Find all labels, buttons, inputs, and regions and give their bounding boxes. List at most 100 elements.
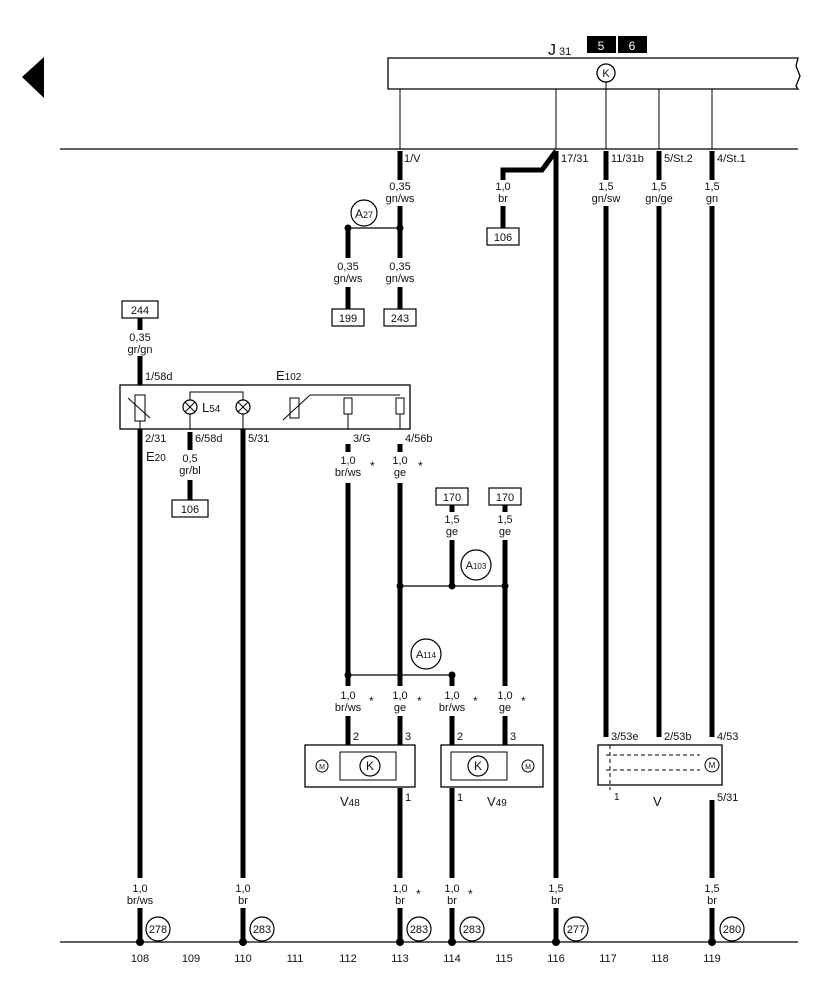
ref-box-170-b: 170 xyxy=(496,492,514,504)
svg-text:1,0: 1,0 xyxy=(392,690,407,702)
input-wire-labels: 0,35 gr/gn 1/58d xyxy=(127,332,172,383)
svg-text:3: 3 xyxy=(405,731,411,743)
motor-v48: K M 2 3 1 V48 xyxy=(304,731,416,809)
connector-a27: A27 xyxy=(350,199,378,227)
svg-text:V49: V49 xyxy=(487,794,507,809)
svg-text:E102: E102 xyxy=(276,368,302,383)
svg-text:*: * xyxy=(370,459,375,473)
switch-e102: E102 L54 xyxy=(119,368,411,430)
svg-text:br/ws: br/ws xyxy=(335,467,362,479)
svg-text:*: * xyxy=(521,694,526,708)
back-arrow-icon[interactable] xyxy=(22,57,44,98)
ref-box-199: 199 xyxy=(339,313,357,325)
svg-text:br/ws: br/ws xyxy=(335,702,362,714)
svg-text:0,35: 0,35 xyxy=(389,181,410,193)
svg-text:3/G: 3/G xyxy=(353,433,371,445)
svg-text:gn/ws: gn/ws xyxy=(334,273,363,285)
connector-a103: A103 xyxy=(460,549,492,581)
motor-v49: K M 2 3 1 V49 xyxy=(440,731,544,809)
svg-text:118: 118 xyxy=(651,953,669,965)
svg-text:1,5: 1,5 xyxy=(497,514,512,526)
svg-text:1,5: 1,5 xyxy=(704,883,719,895)
mid-wire-labels: 0,5 gr/bl 1,0 br/ws 1,0 ge 1,5 ge 1,5 ge… xyxy=(179,453,512,714)
svg-text:*: * xyxy=(369,694,374,708)
badge-5: 5 xyxy=(598,39,605,53)
svg-text:0,5: 0,5 xyxy=(182,453,197,465)
svg-text:112: 112 xyxy=(339,953,357,965)
svg-text:1,5: 1,5 xyxy=(444,514,459,526)
svg-text:2/31: 2/31 xyxy=(145,433,166,445)
svg-text:1,0: 1,0 xyxy=(444,883,459,895)
ref-box-170-a: 170 xyxy=(443,492,461,504)
svg-text:*: * xyxy=(468,887,473,901)
switch-pin-labels: 2/31 6/58d 5/31 3/G 4/56b E20 xyxy=(145,433,433,464)
svg-text:1,0: 1,0 xyxy=(392,883,407,895)
pin-1731: 17/31 xyxy=(561,153,589,165)
svg-text:1: 1 xyxy=(457,792,463,804)
k-icon: K xyxy=(474,759,482,773)
svg-text:1: 1 xyxy=(405,792,411,804)
svg-text:*: * xyxy=(417,694,422,708)
svg-text:2: 2 xyxy=(457,731,463,743)
relay-j31-box: K xyxy=(387,57,801,90)
svg-text:gn/ws: gn/ws xyxy=(386,273,415,285)
svg-text:110: 110 xyxy=(234,953,252,965)
svg-text:0,35: 0,35 xyxy=(337,261,358,273)
svg-text:gn: gn xyxy=(706,193,718,205)
relay-k-icon: K xyxy=(602,68,610,80)
svg-text:283: 283 xyxy=(253,924,271,936)
svg-text:3: 3 xyxy=(510,731,516,743)
connector-a114: A114 xyxy=(410,638,442,670)
svg-text:115: 115 xyxy=(495,953,513,965)
svg-text:1,5: 1,5 xyxy=(651,181,666,193)
svg-text:5/31: 5/31 xyxy=(248,433,269,445)
svg-text:277: 277 xyxy=(567,924,585,936)
svg-text:A103: A103 xyxy=(466,560,487,572)
m-icon: M xyxy=(319,764,325,771)
svg-text:2/53b: 2/53b xyxy=(664,731,692,743)
svg-text:br: br xyxy=(498,193,508,205)
svg-text:*: * xyxy=(473,694,478,708)
svg-text:ge: ge xyxy=(446,526,458,538)
svg-text:6/58d: 6/58d xyxy=(195,433,223,445)
ref-box-106-left: 106 xyxy=(181,504,199,516)
svg-text:1,0: 1,0 xyxy=(235,883,250,895)
svg-text:108: 108 xyxy=(131,953,149,965)
pin-5st2: 5/St.2 xyxy=(664,153,693,165)
svg-text:1,5: 1,5 xyxy=(598,181,613,193)
svg-text:ge: ge xyxy=(499,702,511,714)
svg-text:J31: J31 xyxy=(548,42,571,59)
badge-6: 6 xyxy=(629,39,636,53)
ref-box-244: 244 xyxy=(131,305,149,317)
svg-text:gn/ws: gn/ws xyxy=(386,193,415,205)
svg-text:A27: A27 xyxy=(355,207,373,221)
svg-text:L54: L54 xyxy=(202,400,221,415)
svg-text:0,35: 0,35 xyxy=(129,332,150,344)
svg-text:109: 109 xyxy=(182,953,200,965)
svg-text:119: 119 xyxy=(703,953,721,965)
top-wire-labels: 0,35 gn/ws 1,0 br 1,5 gn/sw 1,5 gn/ge 1,… xyxy=(334,181,720,285)
svg-text:4/56b: 4/56b xyxy=(405,433,433,445)
svg-text:111: 111 xyxy=(287,953,304,965)
svg-text:1,0: 1,0 xyxy=(495,181,510,193)
svg-text:gr/gn: gr/gn xyxy=(127,344,152,356)
svg-text:283: 283 xyxy=(410,924,428,936)
svg-text:3/53e: 3/53e xyxy=(611,731,639,743)
svg-text:E20: E20 xyxy=(146,449,166,464)
svg-text:ge: ge xyxy=(394,467,406,479)
m-icon: M xyxy=(709,761,716,770)
svg-text:1,0: 1,0 xyxy=(132,883,147,895)
svg-text:V: V xyxy=(653,794,662,809)
svg-text:br: br xyxy=(551,895,561,907)
svg-text:1,5: 1,5 xyxy=(704,181,719,193)
svg-text:*: * xyxy=(416,887,421,901)
svg-text:2: 2 xyxy=(353,731,359,743)
bottom-refs: 278 283 283 283 277 280 xyxy=(145,916,745,942)
svg-text:br/ws: br/ws xyxy=(127,895,154,907)
svg-text:br: br xyxy=(238,895,248,907)
svg-text:ge: ge xyxy=(394,702,406,714)
svg-text:br: br xyxy=(447,895,457,907)
svg-text:br: br xyxy=(395,895,405,907)
svg-text:278: 278 xyxy=(149,924,167,936)
